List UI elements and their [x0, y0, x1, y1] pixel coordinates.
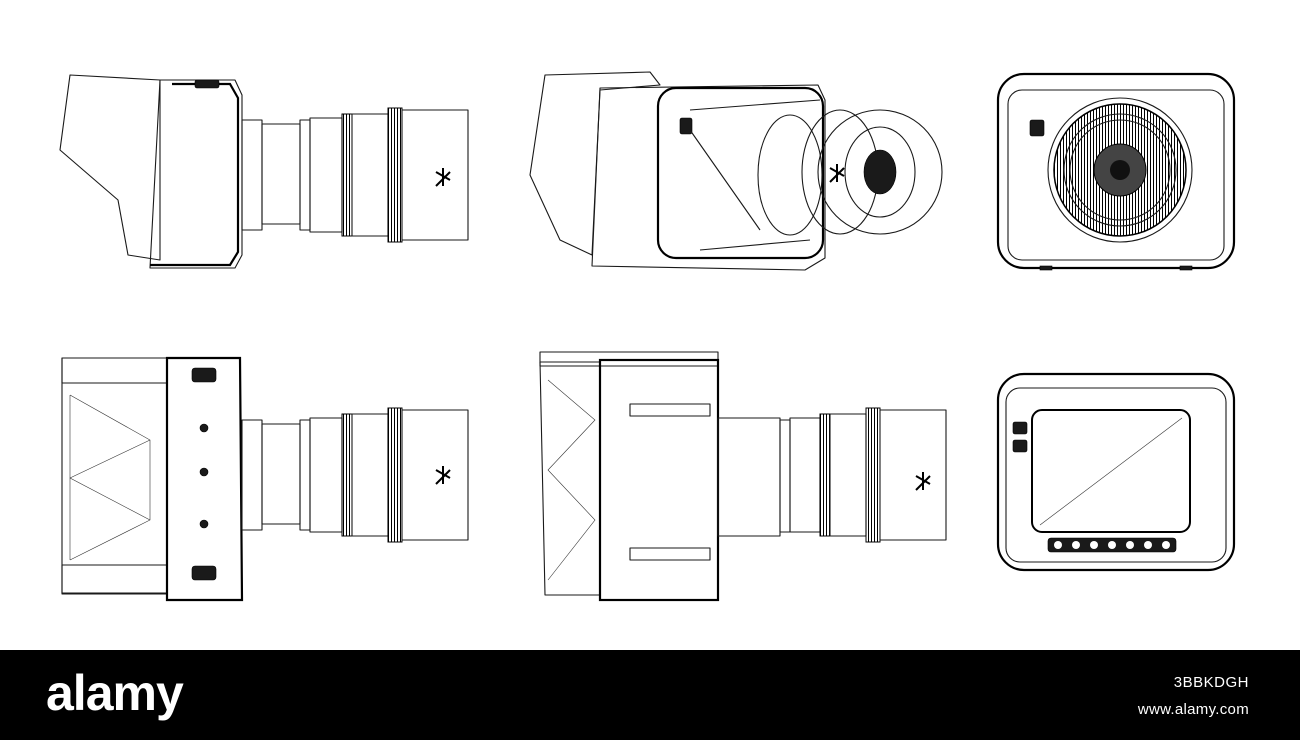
- wireframe-camera-illustration: [59, 71, 1236, 602]
- camera-perspective-view: [529, 71, 943, 271]
- site-url-label: www.alamy.com: [1137, 701, 1249, 718]
- camera-views-svg: [59, 71, 1236, 602]
- camera-top-view: [61, 356, 469, 602]
- camera-front-view: [996, 72, 1236, 271]
- camera-bottom-view: [539, 351, 947, 602]
- watermark-footer-bar: alamy 3BBKDGH www.alamy.com: [0, 650, 1300, 740]
- alamy-logo: alamy: [46, 665, 184, 721]
- camera-side-view: [59, 74, 469, 269]
- image-id-label: 3BBKDGH: [1173, 674, 1249, 691]
- camera-back-view: [996, 372, 1236, 572]
